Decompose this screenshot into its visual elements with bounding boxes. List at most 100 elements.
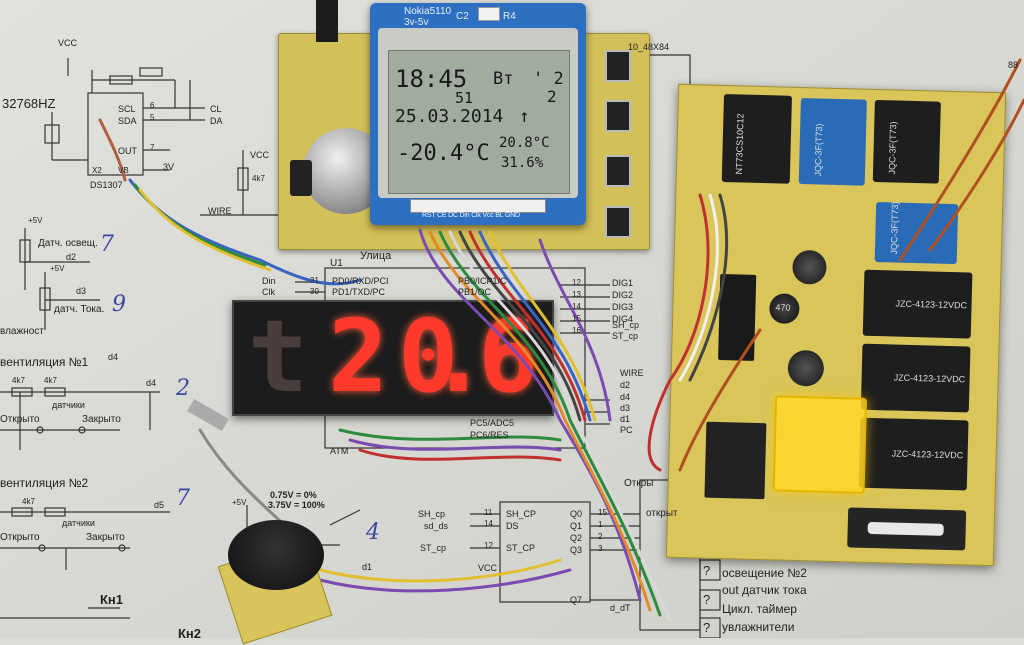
stcp-chip-label: ST_CP [506,543,536,553]
n15-label: 15 [598,508,607,517]
pc6-label: PC6/RES [470,430,509,440]
lcd-seconds: 51 [455,89,474,107]
top-right-label: 10_48X84 [628,42,670,52]
pin-15-label: 15 [572,314,581,323]
handwritten-7: 7 [100,232,114,257]
module-voltage: 3v-5v [404,17,429,28]
da-label: DA [210,116,223,126]
pd1-label: PD1/TXD/PC [332,287,386,297]
sda-pin-label: SDA [118,116,137,126]
n11-label: 11 [484,508,493,517]
pin-row-label: RST CE DC Din Clk Vcc BL GND [422,212,520,219]
seven-segment-display: t 2 0. 6 [232,298,554,416]
sh-cp-left-label: SH_cp [418,509,446,519]
res-4k7-a-label: 4k7 [12,376,25,385]
shcp-chip-label: SH_CP [506,509,537,519]
seg-digit-2: 2 [328,298,389,415]
pin-13-label: 13 [572,290,581,299]
clk-label: Clk [262,287,275,297]
lcd-outside-temp: -20.4°C [397,141,490,166]
d-dt-label: d_dT [610,603,631,613]
d2-right-label: d2 [620,380,631,390]
light-sensor-label: Датч. освещ. [38,238,98,249]
closed-b-label: Закрыто [86,532,125,543]
tactile-button-1 [605,50,631,82]
ds-chip-label: DS [506,521,519,531]
sd-ds-left-label: sd_ds [424,521,449,531]
lcd-inside-temp: 20.8°C [499,135,550,151]
dig2-label: DIG2 [612,290,634,300]
dig4-label: DIG4 [612,314,634,324]
buzzer [228,520,324,590]
d4-b-label: d4 [146,378,157,388]
ds1307-label: DS1307 [90,180,123,190]
pin-5-label: 5 [150,113,155,122]
kn1-label: Кн1 [100,592,124,607]
question-mark-2: ? [703,592,711,607]
open-a-label: Открыто [0,414,40,425]
plus5-a-label: +5V [28,216,43,225]
question-mark-1: ? [703,563,711,578]
tactile-button-3 [605,155,631,187]
sensors-a-label: датчики [52,400,85,410]
top-right-label-2: 88 [1008,60,1019,70]
atm-label: ATM [330,446,349,456]
d2-label: d2 [66,252,77,262]
handwritten-4: 4 [366,520,380,545]
question-mark-3: ? [703,620,711,635]
lcd-weekday: Вт [493,69,514,89]
closed-a-label: Закрыто [82,414,121,425]
q7-label: Q7 [570,595,583,605]
d5-label: d5 [154,500,165,510]
module-title: Nokia5110 [404,6,452,17]
dig1-label: DIG1 [612,278,634,288]
res-4k7-c-label: 4k7 [22,497,35,506]
otkr-label: Откры [624,478,654,489]
d4-a-label: d4 [108,352,119,362]
out-label: OUT [118,146,137,156]
n1-label: 1 [598,520,603,529]
sensors-b-label: датчики [62,518,95,528]
vent1-label: вентиляция №1 [0,355,89,369]
formula1-label: 0.75V = 0% [270,490,317,500]
3v-label: 3V [163,162,175,172]
res-4k7-b-label: 4k7 [44,376,57,385]
q1-label: Q1 [570,521,583,531]
seg-digit-1: t [248,298,309,415]
res-4k7-label: 4k7 [252,174,265,183]
scl-pin-label: SCL [118,104,136,114]
d3-label: d3 [76,286,87,296]
lcd-glass: 18:45 Вт ' 2 51 2 25.03.2014 ↑ -20.4°C 2… [388,50,570,194]
tactile-button-2 [605,100,631,132]
open-right-label: открыт [646,508,678,519]
lcd-corner-top: ' 2 [533,69,564,89]
d3-right-label: d3 [620,403,631,413]
kn2-label: Кн2 [178,626,202,641]
pc5-label: PC5/ADC5 [470,418,515,428]
lcd-bezel: 18:45 Вт ' 2 51 2 25.03.2014 ↑ -20.4°C 2… [378,28,578,198]
cl-label: CL [210,104,222,114]
plus5-c-label: +5V [232,498,247,507]
n14-label: 14 [484,519,493,528]
u1-label: U1 [330,258,343,269]
pb0-label: PB0/ICP1/C [458,276,507,286]
d1-bottom-label: d1 [362,562,373,572]
street-label: Улица [360,250,392,262]
d1-right-label: d1 [620,414,631,424]
dig3-label: DIG3 [612,302,634,312]
pin-16-label: 16 [572,326,581,335]
pin-12-label: 12 [572,278,581,287]
sensor-top-lead [316,0,338,42]
vcc-top-label: VCC [58,38,78,48]
out-sensor-label: out датчик тока [722,583,807,597]
st-cp-left-label: ST_cp [420,543,447,553]
sh-cp-label: SH_cp [612,320,640,330]
pin-14-label: 14 [572,302,581,311]
pb1-label: PB1/OC [458,287,492,297]
pin-31-label: 31 [310,276,319,285]
lighting-label: освещение №2 [722,566,807,580]
current-sensor-label: датч. Тока. [54,304,105,315]
st-cp-label: ST_cp [612,331,639,341]
